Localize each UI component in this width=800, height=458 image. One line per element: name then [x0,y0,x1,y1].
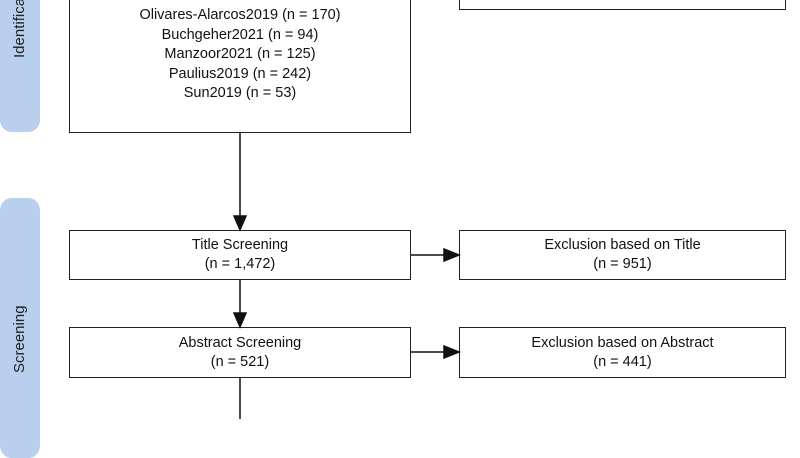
box-count: (n = 951) [593,256,652,272]
title-exclusion-box: Exclusion based on Title (n = 951) [459,230,786,280]
arrowhead [443,247,462,263]
source-line: Manzoor2021 (n = 125) [164,46,316,62]
phase-screening: Screening [0,198,40,458]
phase-identification: Identification [0,0,40,132]
arrowhead [232,312,248,329]
box-count: (n = 441) [593,353,652,370]
box-label: Exclusion based on Abstract [531,334,714,351]
source-line: Buchgeher2021 (n = 94) [161,26,319,43]
box-count: (n = 1,472) [204,256,276,272]
arrowhead [232,215,248,232]
connectors [232,133,462,419]
box-label: Title Screening [191,237,289,253]
arrowhead [443,344,462,360]
source-line: Paulius2019 (n = 242) [168,65,312,82]
source-line: Sun2019 (n = 53) [183,85,297,101]
box-count: (n = 521) [210,353,270,370]
abstract-screening-box: Abstract Screening (n = 521) [69,327,411,378]
abstract-exclusion-box: Exclusion based on Abstract (n = 441) [459,327,786,378]
box-label: Exclusion based on Title [544,237,701,253]
box-label: Abstract Screening [178,334,302,351]
top-right-box [459,0,786,10]
source-line: Olivares-Alarcos2019 (n = 170) [139,7,341,23]
sources-box: Olivares-Alarcos2019 (n = 170) Buchgeher… [69,0,411,133]
